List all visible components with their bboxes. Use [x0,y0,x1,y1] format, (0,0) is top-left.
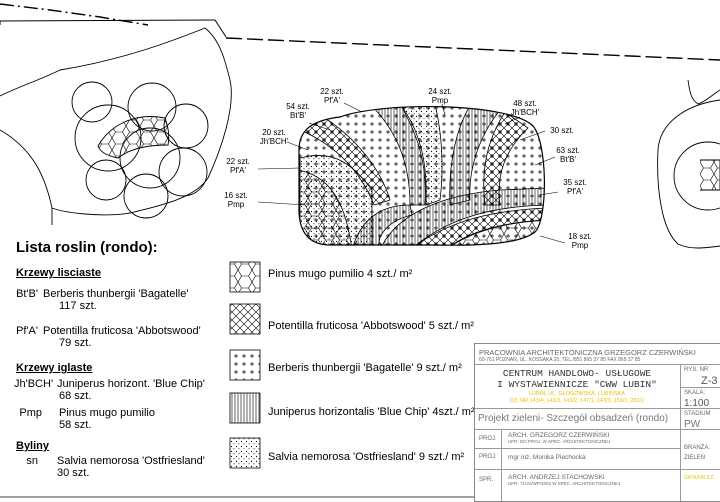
plan-label-code: Bt'B' [290,111,306,120]
role-label: PROJ. [479,454,497,460]
firm-name: PRACOWNIA ARCHITEKTONICZNA GRZEGORZ CZER… [479,348,696,357]
legend-text: Juniperus horizontalis 'Blue Chip' 4szt.… [268,406,475,418]
legend-text: Salvia nemorosa 'Ostfriesland' 9 szt./ m… [268,451,465,463]
plant-code: Pf'A' [16,325,38,337]
scale-label: SKALA: [684,390,706,396]
project-title-line2: I WYSTAWIENNICZE "CWW LUBIN" [497,379,657,390]
person-note: UPR. DO PROJ. W SPEC. ARCHITEKTONICZNEJ [508,439,611,444]
group-heading-deciduous: Krzewy lisciaste [16,267,101,279]
role-label: SPR. [479,477,494,483]
plan-label-count: 30 szt. [550,126,574,135]
plan-label-code: Pmp [571,241,589,250]
group-heading-perennials: Byliny [16,440,50,452]
project-location: LUBIN, UL. GŁOGOWSKA, LUBIŃSKA [529,391,625,397]
plan-label: 48 szt.Jh'BCH' [503,99,547,117]
legend-text: Berberis thunbergii 'Bagatelle' 9 szt./ … [268,362,462,374]
right-planting-bed [657,79,720,249]
plant-count: 58 szt. [59,419,92,431]
legend-swatch-hex [229,261,261,293]
plan-label-code: Pf'A' [324,96,340,105]
stadium-label: STADIUM [684,411,711,417]
branch-value: ZIELEŃ [684,455,706,461]
stadium-value: PW [684,419,701,430]
plant-count: 117 szt. [59,300,97,312]
plan-label: 30 szt. [540,126,584,135]
plan-label: 35 szt.Pf'A' [555,178,595,196]
plan-label-code: Pmp [227,200,245,209]
group-heading-conifers: Krzewy iglaste [16,362,93,374]
plant-count: 79 szt. [59,337,92,349]
plant-count: 30 szt. [57,467,90,479]
legend-text: Potentilla fruticosa 'Abbotswood' 5 szt.… [268,320,474,332]
legend-swatch-vert [229,392,261,424]
plan-label-count: 22 szt. [320,87,344,96]
plant-name: Berberis thunbergii 'Bagatelle' [43,288,189,300]
role-label: PROJ. [479,436,497,442]
drawing-number-label: RYS. NR [684,367,709,373]
plant-name: Salvia nemorosa 'Ostfriesland' [57,455,205,467]
plan-label: 16 szt.Pmp [216,191,256,209]
plan-label-code: Pf'A' [230,166,246,175]
plan-label-code: Pmp [431,96,449,105]
plan-label: 22 szt.Pf'A' [312,87,352,105]
plan-label-count: 54 szt. [286,102,310,111]
plan-label: 20 szt.Jh'BCH' [252,128,296,146]
scale-value: 1:100 [684,398,710,409]
plant-code: Bt'B' [16,288,38,300]
plan-label-count: 20 szt. [262,128,286,137]
project-title-line1: CENTRUM HANDLOWO- USŁUGOWE [502,368,652,379]
plan-label-count: 35 szt. [563,178,587,187]
plant-name: Pinus mugo pumilio [59,407,155,419]
legend-swatches [229,261,261,469]
plant-code: sn [26,455,38,467]
person-note: UPR. 71/31/WP/2003 W SPEC. ARCHITEKTONIC… [508,481,621,486]
rondo-bed [298,106,545,246]
plant-count: 68 szt. [59,390,92,402]
plant-name: Potentilla fruticosa 'Abbotswood' [43,325,201,337]
drawing-number: Z-3 [701,375,718,387]
plan-label: 54 szt.Bt'B' [278,102,318,120]
plan-label-count: 18 szt. [568,232,592,241]
date-label: DATA/NR DZ. [684,475,715,481]
plan-label-code: Bt'B' [560,155,576,164]
plant-name: Juniperus horizont. 'Blue Chip' [57,378,205,390]
plan-label-code: Jh'BCH' [259,137,289,146]
person-name: ARCH. ANDRZEJ STACHOWSKI [508,474,605,481]
legend-swatch-cross [229,303,261,335]
left-planting-bed [0,27,232,225]
property-boundary [0,3,720,61]
plant-code: Pmp [19,407,42,419]
sheet-title: Projekt zieleni- Szczegół obsadzeń (rond… [478,413,669,424]
plan-label: 22 szt.Pf'A' [218,157,258,175]
plan-label-count: 16 szt. [224,191,248,200]
label-leaders [257,102,566,244]
project-plots: DZ. NR 143/4, 143/3, 143/2, 147/1, 143/3… [509,398,645,404]
plant-code: Jh'BCH' [14,378,54,390]
legend-swatch-plus [229,349,261,381]
plan-label: 24 szt.Pmp [420,87,460,105]
plant-list-title: Lista roslin (rondo): [16,239,158,256]
plan-label-code: Pf'A' [567,187,583,196]
legend-text: Pinus mugo pumilio 4 szt./ m² [268,268,413,280]
plan-label-count: 48 szt. [513,99,537,108]
person-name: mgr inż. Monika Piechocka [508,454,586,461]
plan-label-count: 63 szt. [556,146,580,155]
plan-label-count: 24 szt. [428,87,452,96]
legend-swatch-dots [229,437,261,469]
person-name: ARCH. GRZEGORZ CZERWIŃSKI [508,432,610,439]
plan-label-count: 22 szt. [226,157,250,166]
firm-address: 60-761 POZNAŃ, UL. KOSSAKA 20, TEL./851 … [479,357,641,363]
plan-label: 63 szt.Bt'B' [548,146,588,164]
plan-label-code: Jh'BCH' [510,108,540,117]
plan-label: 18 szt.Pmp [560,232,600,250]
title-block: PRACOWNIA ARCHITEKTONICZNA GRZEGORZ CZER… [474,343,720,502]
branch-label: BRANŻA: [684,445,711,451]
